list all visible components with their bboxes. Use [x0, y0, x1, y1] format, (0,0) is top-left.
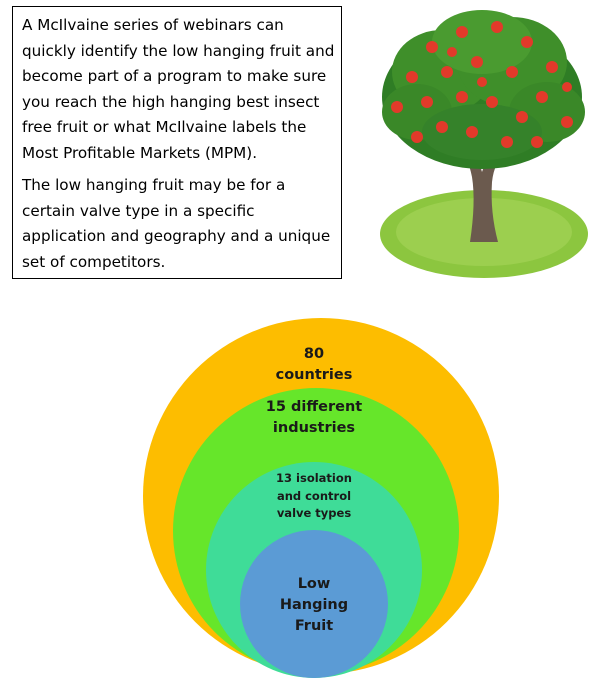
- description-paragraph-2: The low hanging fruit may be for a certa…: [22, 176, 331, 271]
- tree-foliage: [382, 10, 585, 169]
- low-hanging-fruit-label: Low Hanging Fruit: [279, 576, 349, 634]
- countries-label: 80 countries: [275, 346, 353, 383]
- description-textbox: A McIlvaine series of webinars can quick…: [12, 6, 342, 279]
- description-paragraph-1: A McIlvaine series of webinars can quick…: [22, 16, 335, 162]
- apple-fruits: [391, 21, 573, 148]
- low-hanging-fruit-circle: [240, 530, 388, 678]
- valve-types-label: 13 isolation and control valve types: [276, 471, 352, 520]
- industries-label: 15 different industries: [265, 399, 363, 436]
- apple-tree-illustration: [380, 10, 588, 278]
